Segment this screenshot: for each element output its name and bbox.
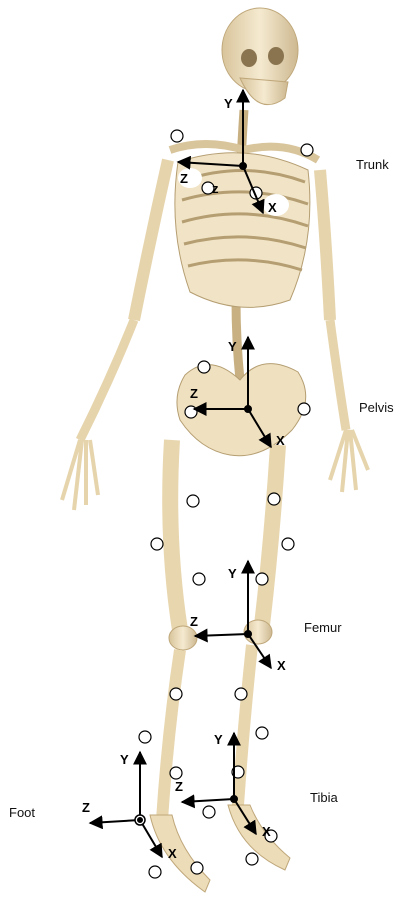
left-knee [169,626,197,650]
right-tibia [238,645,252,805]
left-forearm [80,320,134,440]
marker [246,853,258,865]
pelvis-x-label: X [276,433,285,448]
foot-label: Foot [9,805,35,820]
trunk-label: Trunk [356,157,389,172]
marker [268,493,280,505]
trunk-x-label: X [268,200,277,215]
femur-y-label: Y [228,566,237,581]
marker [170,767,182,779]
marker [203,806,215,818]
marker [170,688,182,700]
marker [235,688,247,700]
left-tibia [162,650,180,820]
jaw [240,78,288,105]
marker [139,731,151,743]
skeleton-illustration [62,8,368,892]
foot-frame [90,752,162,857]
tibia-y-label: Y [214,732,223,747]
foot-z-label: Z [82,800,90,815]
marker [256,727,268,739]
left-humerus [134,160,168,320]
marker [256,573,268,585]
pelvis-y-label: Y [228,339,237,354]
marker [298,403,310,415]
marker [198,361,210,373]
marker [187,495,199,507]
foot-y-label: Y [120,752,129,767]
marker [282,538,294,550]
marker [149,866,161,878]
right-forearm [330,320,346,430]
marker [151,538,163,550]
femur-z-label: Z [190,614,198,629]
marker [191,862,203,874]
femur-x-label: X [277,658,286,673]
right-humerus [320,170,330,320]
foot-x-label: X [168,846,177,861]
pelvis-label: Pelvis [359,400,394,415]
marker [301,144,313,156]
tibia-z-label: Z [175,779,183,794]
trunk-z-label: Z [180,171,188,186]
femur-label: Femur [304,620,342,635]
marker [193,573,205,585]
left-femur [170,440,180,630]
tibia-label: Tibia [310,790,338,805]
trunk-y-label: Y [224,96,233,111]
marker [185,406,197,418]
trunk-marker-note: z [212,181,219,196]
right-foot [228,805,290,870]
right-femur [262,445,278,625]
pelvis-z-label: Z [190,386,198,401]
left-clavicle [170,144,244,150]
right-hand [330,430,368,492]
marker [171,130,183,142]
tibia-x-label: X [262,824,271,839]
left-hand [62,440,98,510]
